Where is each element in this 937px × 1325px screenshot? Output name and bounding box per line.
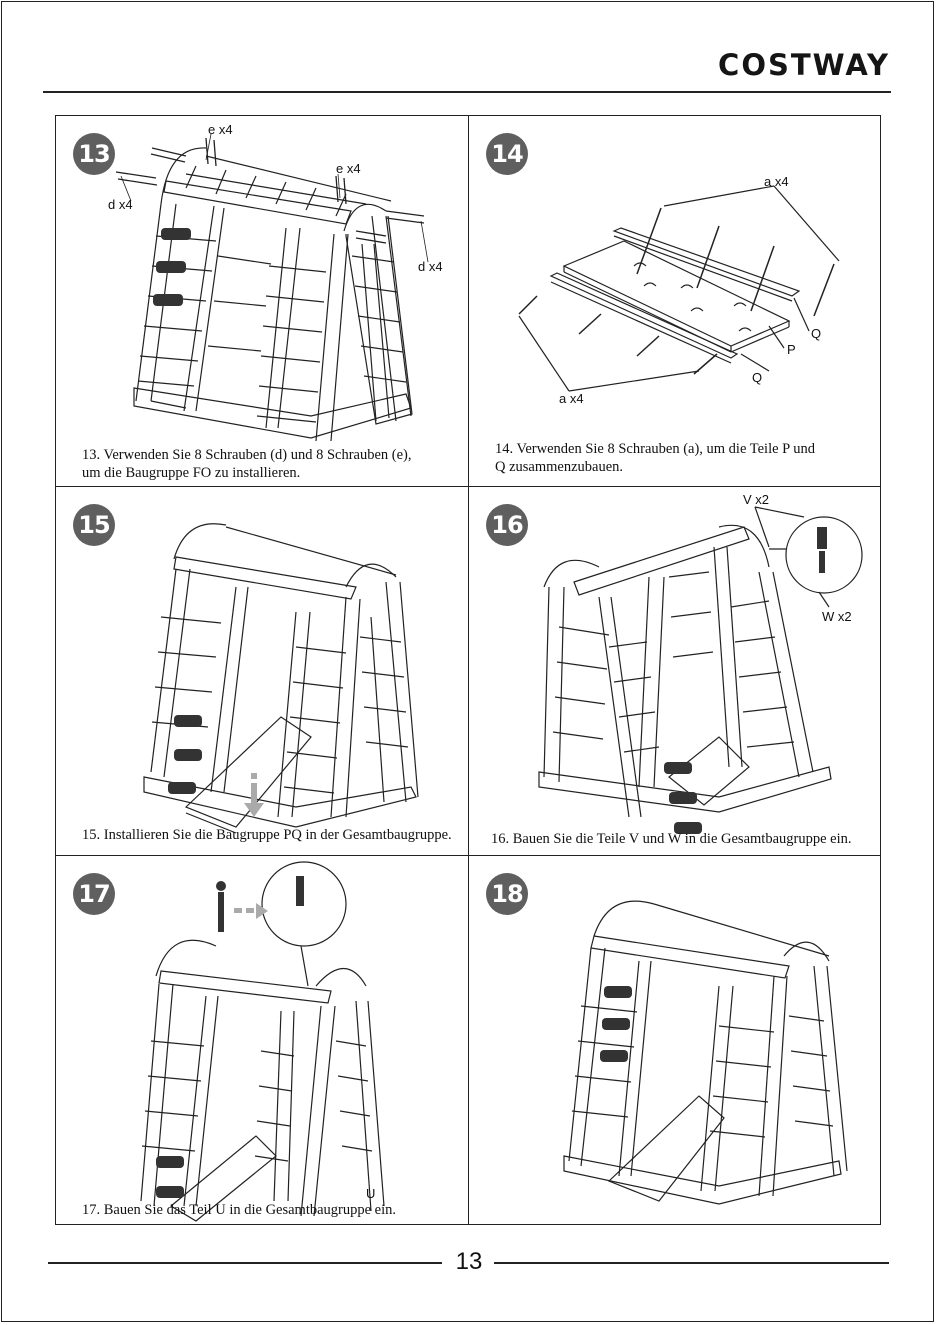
step-17-panel: 17 U 17. Bauen Sie das Teil U in die Ges…: [56, 856, 468, 1226]
step-13-panel: e x4 e x4 d x4 d x4 13 13. Verwenden Sie…: [56, 116, 468, 486]
label-a-bottom: a x4: [559, 391, 584, 406]
label-v: V x2: [743, 492, 769, 507]
step-16-caption: 16. Bauen Sie die Teile V und W in die G…: [491, 830, 851, 848]
step-15-badge: 15: [73, 504, 115, 546]
step-15-panel: 15 15. Installieren Sie die Baugruppe PQ…: [56, 487, 468, 857]
step-16-panel: V x2 W x2 16 16. Bauen Sie die Teile V u…: [469, 487, 881, 857]
label-p: P: [787, 342, 796, 357]
label-a-top: a x4: [764, 174, 789, 189]
step-17-badge: 17: [73, 873, 115, 915]
step-15-caption: 15. Installieren Sie die Baugruppe PQ in…: [82, 826, 452, 844]
footer-rule-right: [494, 1262, 889, 1264]
caption-line: 16. Bauen Sie die Teile V und W in die G…: [491, 831, 852, 847]
label-q-right: Q: [811, 326, 821, 341]
step-13-badge: 13: [73, 133, 115, 175]
step-15-illustration: [143, 523, 419, 834]
step-14-illustration: a x4 a x4 Q P Q: [518, 174, 840, 406]
step-18-badge: 18: [486, 873, 528, 915]
footer-rule-left: [48, 1262, 442, 1264]
grid-divider-horizontal-1: [56, 486, 880, 487]
step-18-illustration: [563, 900, 848, 1205]
label-w: W x2: [822, 609, 852, 624]
step-14-panel: a x4 a x4 Q P Q 14 14. Verwenden Sie 8 S…: [469, 116, 881, 486]
caption-line: 13. Verwenden Sie 8 Schrauben (d) und 8 …: [82, 447, 412, 463]
header-rule: [43, 91, 891, 93]
caption-line: 17. Bauen Sie das Teil U in die Gesamtba…: [82, 1202, 397, 1218]
caption-line: um die Baugruppe FO zu installieren.: [82, 465, 301, 481]
caption-line: 15. Installieren Sie die Baugruppe PQ in…: [82, 827, 452, 843]
label-d-left: d x4: [108, 197, 133, 212]
step-14-badge: 14: [486, 133, 528, 175]
label-e-top: e x4: [208, 122, 233, 137]
grid-divider-vertical: [468, 116, 469, 1224]
step-17-caption: 17. Bauen Sie das Teil U in die Gesamtba…: [82, 1201, 396, 1219]
step-17-illustration: [140, 861, 385, 1222]
brand-logo: COSTWAY: [718, 48, 890, 82]
label-e-right: e x4: [336, 161, 361, 176]
instruction-grid: e x4 e x4 d x4 d x4 13 13. Verwenden Sie…: [55, 115, 881, 1225]
page-number: 13: [455, 1248, 483, 1275]
step-13-illustration: e x4 e x4 d x4 d x4: [108, 122, 443, 442]
step-14-caption: 14. Verwenden Sie 8 Schrauben (a), um di…: [495, 440, 815, 476]
label-q-bottom: Q: [752, 370, 762, 385]
caption-line: 14. Verwenden Sie 8 Schrauben (a), um di…: [495, 441, 816, 457]
grid-divider-horizontal-2: [56, 855, 880, 856]
caption-line: Q zusammenzubauen.: [495, 459, 624, 475]
step-13-caption: 13. Verwenden Sie 8 Schrauben (d) und 8 …: [82, 446, 412, 482]
label-d-right: d x4: [418, 259, 443, 274]
step-16-badge: 16: [486, 504, 528, 546]
step-18-panel: 18: [469, 856, 881, 1226]
step-16-illustration: V x2 W x2: [538, 492, 863, 834]
